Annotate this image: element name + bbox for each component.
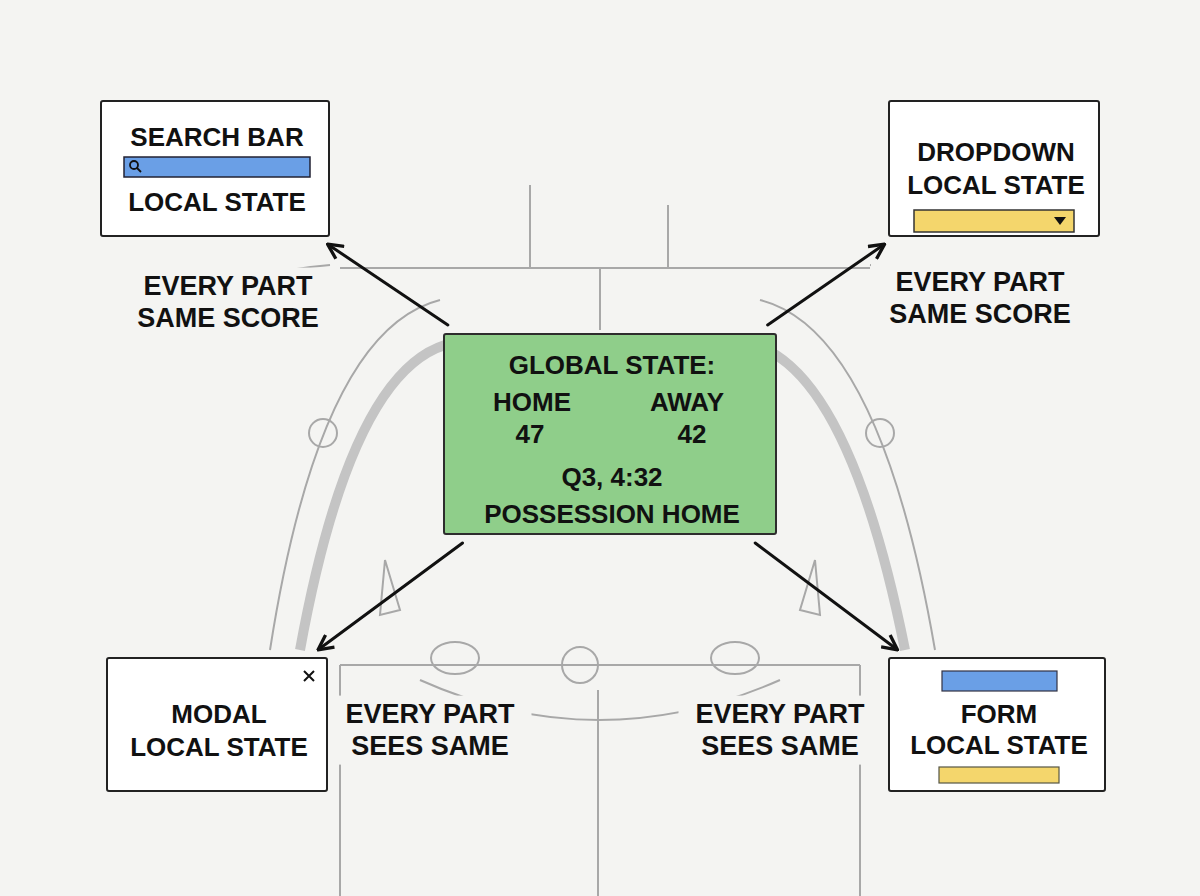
flow-arrow xyxy=(329,245,448,325)
search-icon xyxy=(137,168,141,172)
box-text: MODAL xyxy=(171,700,266,729)
dropdown-field xyxy=(914,210,1074,232)
form-input xyxy=(939,767,1059,783)
dropdown-caret xyxy=(1054,217,1066,225)
box-text: SEARCH BAR xyxy=(130,123,303,152)
score-text: 42 xyxy=(678,420,707,449)
box-text: FORM xyxy=(961,700,1038,729)
score-text: 47 xyxy=(516,420,545,449)
box-text: LOCAL STATE xyxy=(910,731,1088,760)
form-input xyxy=(942,671,1057,691)
box-text: LOCAL STATE xyxy=(128,188,306,217)
component-box: MODAL LOCAL STATE xyxy=(106,657,328,792)
score-text: Q3, 4:32 xyxy=(561,463,662,492)
annotation-label: EVERY PART SEES SAME xyxy=(329,696,532,765)
annotation-label: EVERY PART SAME SCORE xyxy=(119,268,337,337)
component-box: SEARCH BAR LOCAL STATE xyxy=(100,100,330,237)
score-text: POSSESSION HOME xyxy=(484,500,740,529)
score-text: GLOBAL STATE: xyxy=(509,351,716,380)
search-input xyxy=(124,157,310,177)
flow-arrow xyxy=(319,543,462,649)
annotation-label: EVERY PART SEES SAME xyxy=(679,696,882,765)
box-text: LOCAL STATE xyxy=(130,733,308,762)
annotation-label: EVERY PART SAME SCORE xyxy=(871,264,1089,333)
scoreboard-box: GLOBAL STATE: HOME AWAY 47 42Q3, 4:32POSSESS… xyxy=(443,333,777,535)
score-text: AWAY xyxy=(650,388,724,417)
component-box: DROPDOWN LOCAL STATE xyxy=(888,100,1100,237)
flow-arrow xyxy=(768,245,884,325)
component-box: FORMLOCAL STATE xyxy=(888,657,1106,792)
search-icon xyxy=(130,161,138,169)
box-text: LOCAL STATE xyxy=(907,171,1085,200)
close-icon xyxy=(304,671,314,681)
flow-arrow xyxy=(755,543,896,649)
score-text: HOME xyxy=(493,388,571,417)
box-text: DROPDOWN xyxy=(917,138,1074,167)
